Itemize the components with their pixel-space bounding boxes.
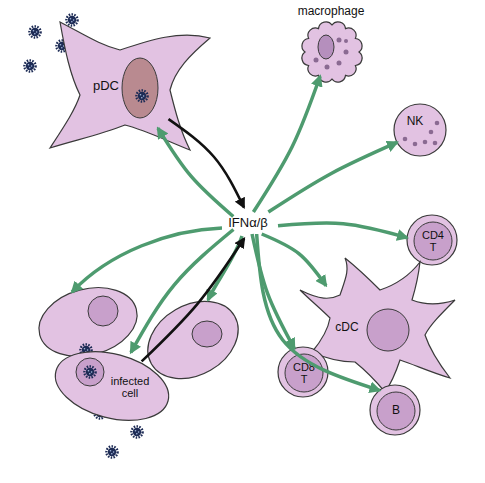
cell-part	[337, 38, 342, 43]
macrophage-cell: macrophage	[290, 2, 374, 84]
cell-part	[344, 50, 349, 55]
signal-arrow	[72, 228, 222, 292]
signal-arrow	[268, 142, 397, 212]
signal-arrow	[257, 234, 380, 390]
cytokine-node: IFNα/β	[218, 212, 278, 234]
virus-particle	[84, 366, 95, 377]
t-cell: CD8 T	[277, 346, 329, 398]
cell-label: CD4 T	[419, 229, 447, 253]
cell-label: CD8 T	[290, 361, 318, 385]
cell-part	[50, 22, 210, 150]
cell-label: macrophage	[291, 5, 371, 18]
cell-part	[367, 309, 409, 351]
cell-part	[314, 58, 319, 63]
cell-part	[325, 65, 330, 70]
virus-particle	[29, 26, 40, 37]
cell-part	[435, 121, 440, 126]
virus-particle	[24, 60, 35, 71]
cell-part	[318, 35, 334, 59]
cell-label: B	[382, 404, 410, 417]
cell-part	[413, 142, 418, 147]
cell-part	[302, 22, 362, 82]
t-cell: CD4 T	[406, 214, 458, 266]
cell-label: infected cell	[104, 375, 156, 399]
b-cell: B	[369, 384, 421, 436]
virus-particle	[106, 446, 117, 457]
signal-arrow	[262, 234, 326, 286]
signal-arrow	[278, 223, 407, 238]
cell-part	[370, 385, 420, 435]
cell-label: NK	[402, 115, 428, 128]
nk-cell: NK	[392, 102, 448, 158]
cell-part	[278, 347, 328, 397]
cell-part	[407, 215, 457, 265]
cell-outline	[45, 12, 215, 154]
virus-particle	[136, 90, 147, 101]
virus-particle	[66, 14, 77, 25]
cell-part	[48, 340, 177, 432]
cell-part	[122, 58, 158, 118]
signal-arrow	[158, 128, 233, 216]
signal-arrow	[169, 119, 244, 207]
cell-part	[76, 358, 104, 386]
signal-arrow	[253, 76, 320, 212]
cell-part	[403, 137, 408, 142]
pdc-cell: pDC	[45, 12, 215, 154]
cell-outline	[392, 102, 448, 158]
signal-arrow	[131, 230, 234, 353]
cell-label: cDC	[330, 321, 364, 334]
cell-part	[433, 141, 438, 146]
cell-part	[429, 130, 434, 135]
cell-part	[414, 222, 452, 260]
cell-part	[423, 140, 428, 145]
cell-part	[377, 392, 415, 430]
infected-cell: infected cell	[50, 347, 176, 425]
cell-part	[394, 104, 446, 156]
cell-part	[337, 61, 342, 66]
cell-part	[344, 39, 348, 43]
cell-label: IFNα/β	[218, 216, 278, 230]
cell-part	[285, 354, 323, 392]
signal-arrow	[142, 238, 245, 361]
cell-label: pDC	[86, 79, 126, 93]
signal-arrow	[252, 234, 294, 349]
virus-particle	[131, 426, 142, 437]
signal-arrow	[208, 236, 242, 300]
